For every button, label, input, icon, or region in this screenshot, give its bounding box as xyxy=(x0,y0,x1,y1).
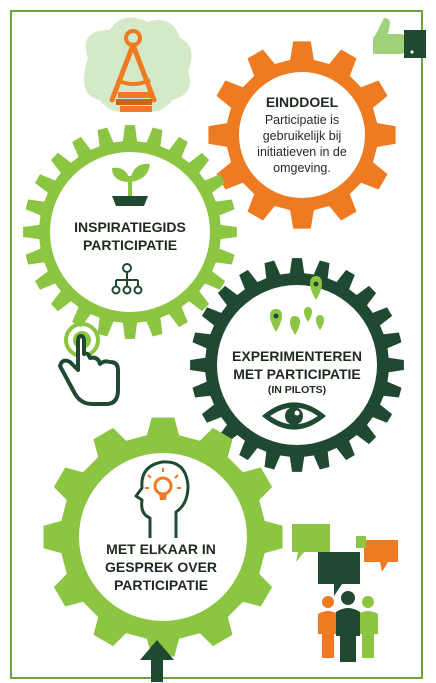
conversation-title-line-3: PARTICIPATIE xyxy=(113,577,209,593)
guide-title-line-1: INSPIRATIEGIDS xyxy=(74,219,186,235)
map-pins-icon xyxy=(270,276,324,335)
experiment-title-line-1: EXPERIMENTEREN xyxy=(232,348,362,364)
speech-bubbles-icon xyxy=(292,524,398,596)
goal-title: EINDDOEL xyxy=(265,94,339,110)
eye-icon xyxy=(261,402,327,430)
gear-lightgreen-center xyxy=(50,152,210,312)
goal-gear xyxy=(208,41,396,229)
goal-text-line-4: omgeving. xyxy=(273,161,331,175)
experiment-title-line-2: MET PARTICIPATIE xyxy=(233,366,361,382)
experiment-subtitle: (IN PILOTS) xyxy=(267,384,327,396)
people-icon xyxy=(318,591,378,662)
conversation-gear xyxy=(43,417,283,657)
experiment-gear xyxy=(190,258,404,472)
guide-gear xyxy=(23,125,237,339)
conversation-title-line-1: MET ELKAAR IN xyxy=(106,541,216,557)
goal-text-line-1: Participatie is xyxy=(264,113,340,127)
gear-orange-center xyxy=(239,72,365,198)
gear-dark-center xyxy=(217,285,377,445)
gear-bottom-center xyxy=(79,453,247,621)
conversation-title-line-2: GESPREK OVER xyxy=(104,559,218,575)
goal-text-line-3: initiatieven in de xyxy=(257,145,347,159)
head-lightbulb-icon xyxy=(134,460,190,538)
guide-title-line-2: PARTICIPATIE xyxy=(82,237,178,253)
thumbs-up-icon xyxy=(373,18,426,58)
hand-pointer-icon xyxy=(58,322,120,406)
up-arrow-icon xyxy=(140,640,174,682)
plant-icon xyxy=(112,163,150,206)
compass-book-icon xyxy=(84,17,192,112)
hierarchy-icon xyxy=(111,263,143,295)
goal-text-line-2: gebruikelijk bij xyxy=(262,129,342,143)
